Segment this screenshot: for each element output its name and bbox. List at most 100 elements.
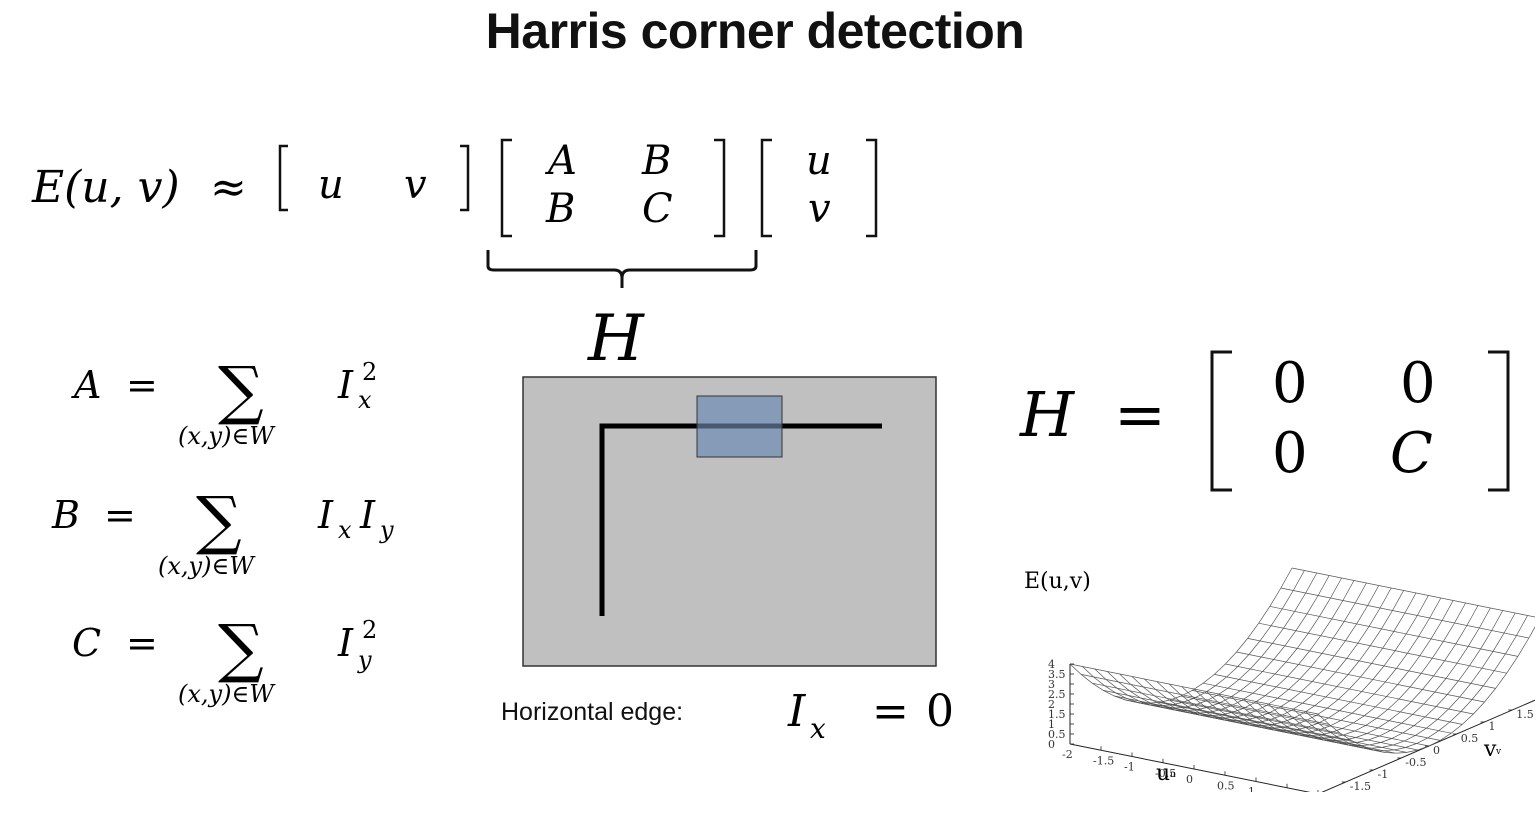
def-c-lhs: C	[72, 621, 101, 665]
mesh-line-v	[1169, 699, 1418, 751]
def-a-eq: =	[126, 363, 158, 407]
h-matrix-result: H = 0 0 0 C	[1019, 350, 1510, 492]
mesh-line-v	[1280, 587, 1529, 639]
u-tick-label: 1	[1248, 786, 1255, 793]
def-c-sum: ∑	[218, 612, 264, 686]
z-tick-label: 3	[1048, 678, 1055, 691]
mesh-line-v	[1103, 690, 1352, 741]
def-a-term-sub: x	[358, 386, 372, 414]
col-vector-u: u	[806, 138, 832, 184]
def-a-sum: ∑	[218, 354, 264, 428]
def-b-lhs: B	[51, 493, 80, 537]
condition-eq: =	[872, 686, 909, 737]
v-tick-label: -1	[1378, 768, 1389, 781]
mesh-line-v	[1114, 695, 1363, 747]
page-title: Harris corner detection	[485, 3, 1025, 59]
mesh-line-u	[1069, 567, 1293, 704]
def-c-term-sub: y	[357, 646, 372, 674]
u-tick-label: 0	[1186, 773, 1193, 786]
def-a-term-sup: 2	[362, 358, 377, 386]
u-tick-label: -2	[1062, 748, 1073, 761]
def-a-term: I	[337, 363, 354, 407]
def-b-sum: ∑	[196, 484, 242, 558]
mesh-line-v	[1291, 567, 1535, 618]
quadratic-form-equation: E(u, v) ≈ u v A B B C u v H	[31, 138, 878, 376]
col-vector-v: v	[808, 186, 831, 232]
z-tick-label: 0.5	[1048, 728, 1066, 741]
mesh-line-u	[1106, 575, 1330, 712]
mesh-line-v	[1225, 663, 1474, 715]
mesh-line-v	[1192, 690, 1441, 741]
result-m00: 0	[1272, 351, 1308, 416]
mesh-line-v	[1158, 702, 1407, 753]
z-tick-label: 1	[1048, 718, 1055, 731]
mesh-line-u	[1094, 572, 1318, 709]
def-b-term2: I	[359, 493, 376, 537]
result-eq: =	[1114, 378, 1166, 451]
definition-c: C = ∑ (x,y)∈W I y 2	[72, 612, 377, 708]
surface-mesh	[1069, 567, 1535, 754]
mesh-line-u	[1156, 585, 1380, 722]
v-tick-label: -0.5	[1405, 756, 1426, 769]
plot-ticks: 43.532.521.510.50-2-1.5-1-0.500.511.52-2…	[1048, 658, 1534, 793]
row-vector-right-bracket	[460, 144, 470, 212]
ix-zero-condition: I x = 0	[787, 686, 954, 745]
brace-label-h: H	[587, 302, 645, 376]
mesh-line-v	[1247, 638, 1496, 689]
result-m10: 0	[1272, 421, 1308, 486]
u-axis-label-small: u	[1170, 770, 1176, 780]
z-tick-label: 3.5	[1048, 668, 1066, 681]
mesh-line-v	[1136, 702, 1385, 753]
mesh-line-v	[1069, 663, 1319, 715]
mesh-line-v	[1258, 622, 1507, 674]
v-tick-label: -1.5	[1350, 780, 1371, 792]
horizontal-edge-caption: Horizontal edge:	[501, 698, 684, 726]
result-right-bracket	[1488, 350, 1510, 492]
mesh-line-v	[1203, 682, 1452, 734]
mesh-line-v	[1092, 682, 1341, 734]
def-b-term2-sub: y	[379, 516, 394, 544]
def-c-term-sup: 2	[362, 616, 377, 644]
edge-example-image	[522, 376, 937, 667]
def-c-term: I	[337, 621, 354, 665]
col-vector-left-bracket	[760, 138, 772, 238]
matrix-c: C	[642, 186, 673, 232]
v-tick-label: 0.5	[1461, 732, 1479, 745]
matrix-right-bracket	[714, 138, 726, 238]
equation-lhs: E(u, v)	[31, 162, 180, 213]
condition-x: x	[810, 712, 826, 745]
matrix-left-bracket	[500, 138, 512, 238]
mesh-line-u	[1131, 580, 1355, 717]
v-axis-label-small: v	[1495, 747, 1502, 757]
row-vector-v: v	[404, 162, 427, 208]
matrix-b-top: B	[641, 138, 671, 184]
definition-a: A = ∑ (x,y)∈W I x 2	[71, 354, 377, 450]
z-tick-label: 1.5	[1048, 708, 1066, 721]
v-tick-label: 0	[1433, 744, 1440, 757]
def-a-sub: (x,y)∈W	[178, 422, 276, 450]
v-axis-label: v	[1483, 737, 1497, 762]
mesh-line-u	[1119, 577, 1342, 714]
row-vector-u: u	[318, 162, 344, 208]
mesh-line-v	[1269, 606, 1518, 657]
result-m01: 0	[1400, 351, 1436, 416]
z-tick-label: 4	[1048, 658, 1055, 671]
def-b-sub: (x,y)∈W	[158, 552, 256, 580]
result-m11: C	[1390, 421, 1433, 486]
row-vector-left-bracket	[278, 144, 288, 212]
z-tick-label: 0	[1048, 738, 1055, 751]
matrix-b-bottom: B	[545, 186, 575, 232]
mesh-line-v	[1214, 674, 1463, 725]
mesh-line-u	[1144, 582, 1367, 719]
def-b-term1-sub: x	[338, 516, 352, 544]
mesh-line-v	[1147, 702, 1396, 754]
result-left-bracket	[1210, 350, 1232, 492]
z-tick-label: 2.5	[1048, 688, 1066, 701]
mesh-line-v	[1081, 674, 1330, 725]
u-tick-label: -0.5	[1155, 767, 1176, 780]
underbrace	[486, 250, 758, 288]
mesh-line-u	[1082, 570, 1305, 707]
z-tick-label: 2	[1048, 698, 1055, 711]
def-c-sub: (x,y)∈W	[178, 680, 276, 708]
u-tick-label: -1.5	[1093, 754, 1114, 767]
